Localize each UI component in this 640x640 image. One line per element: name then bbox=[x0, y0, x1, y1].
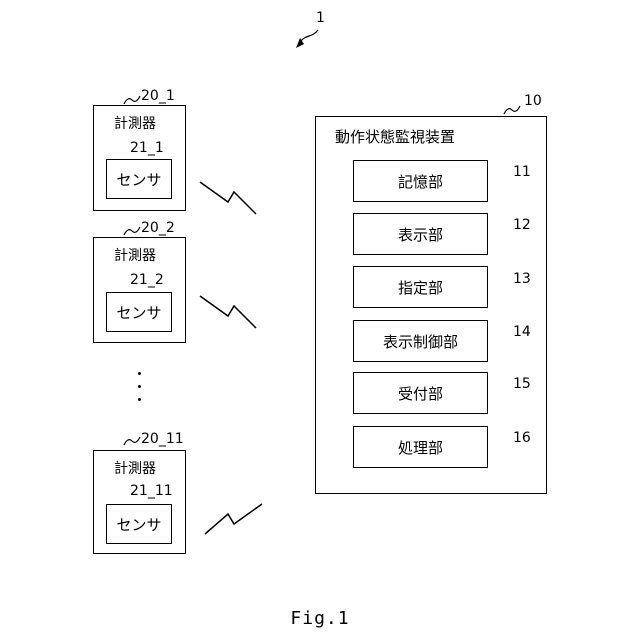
sensor-1-ref: 21_1 bbox=[130, 140, 164, 156]
unit-storage-label: 記憶部 bbox=[398, 171, 443, 192]
monitor-title: 動作状態監視装置 bbox=[335, 129, 455, 145]
device-1-ref: 20_1 bbox=[141, 88, 175, 104]
wireless-link-1 bbox=[200, 182, 256, 214]
unit-designation-ref: 13 bbox=[513, 271, 531, 287]
device-2-title: 計測器 bbox=[114, 248, 156, 264]
sensor-2-box: センサ bbox=[106, 292, 172, 332]
unit-display-control: 表示制御部 bbox=[353, 320, 488, 362]
ellipsis-dots bbox=[138, 372, 144, 401]
figure-caption: Fig.1 bbox=[0, 608, 640, 629]
unit-reception: 受付部 bbox=[353, 372, 488, 414]
sensor-2-label: センサ bbox=[116, 302, 161, 323]
unit-processing-ref: 16 bbox=[513, 430, 531, 446]
sensor-1-label: センサ bbox=[116, 169, 161, 190]
device-3-ref-tilde bbox=[124, 437, 140, 445]
unit-display: 表示部 bbox=[353, 213, 488, 255]
device-2-ref: 20_2 bbox=[141, 220, 175, 236]
system-ref: 1 bbox=[316, 10, 325, 26]
device-1-ref-tilde bbox=[124, 96, 140, 104]
unit-display-label: 表示部 bbox=[398, 224, 443, 245]
unit-processing: 処理部 bbox=[353, 426, 488, 468]
sensor-1-box: センサ bbox=[106, 159, 172, 199]
monitor-ref: 10 bbox=[524, 93, 542, 109]
unit-display-ref: 12 bbox=[513, 217, 531, 233]
unit-storage-ref: 11 bbox=[513, 164, 531, 180]
unit-reception-label: 受付部 bbox=[398, 383, 443, 404]
unit-storage: 記憶部 bbox=[353, 160, 488, 202]
system-ref-arrow bbox=[300, 30, 318, 42]
sensor-3-ref: 21_11 bbox=[130, 483, 173, 499]
device-2-ref-tilde bbox=[124, 227, 140, 235]
sensor-2-ref: 21_2 bbox=[130, 272, 164, 288]
unit-reception-ref: 15 bbox=[513, 376, 531, 392]
sensor-3-label: センサ bbox=[116, 514, 161, 535]
unit-display-control-label: 表示制御部 bbox=[383, 331, 458, 352]
wireless-link-3 bbox=[205, 504, 262, 534]
sensor-3-box: センサ bbox=[106, 504, 172, 544]
unit-display-control-ref: 14 bbox=[513, 324, 531, 340]
device-3-title: 計測器 bbox=[114, 461, 156, 477]
monitor-ref-tilde bbox=[504, 106, 520, 114]
unit-designation-label: 指定部 bbox=[398, 277, 443, 298]
wireless-link-2 bbox=[200, 296, 256, 328]
device-1-title: 計測器 bbox=[114, 116, 156, 132]
unit-processing-label: 処理部 bbox=[398, 437, 443, 458]
unit-designation: 指定部 bbox=[353, 266, 488, 308]
device-3-ref: 20_11 bbox=[141, 431, 184, 447]
